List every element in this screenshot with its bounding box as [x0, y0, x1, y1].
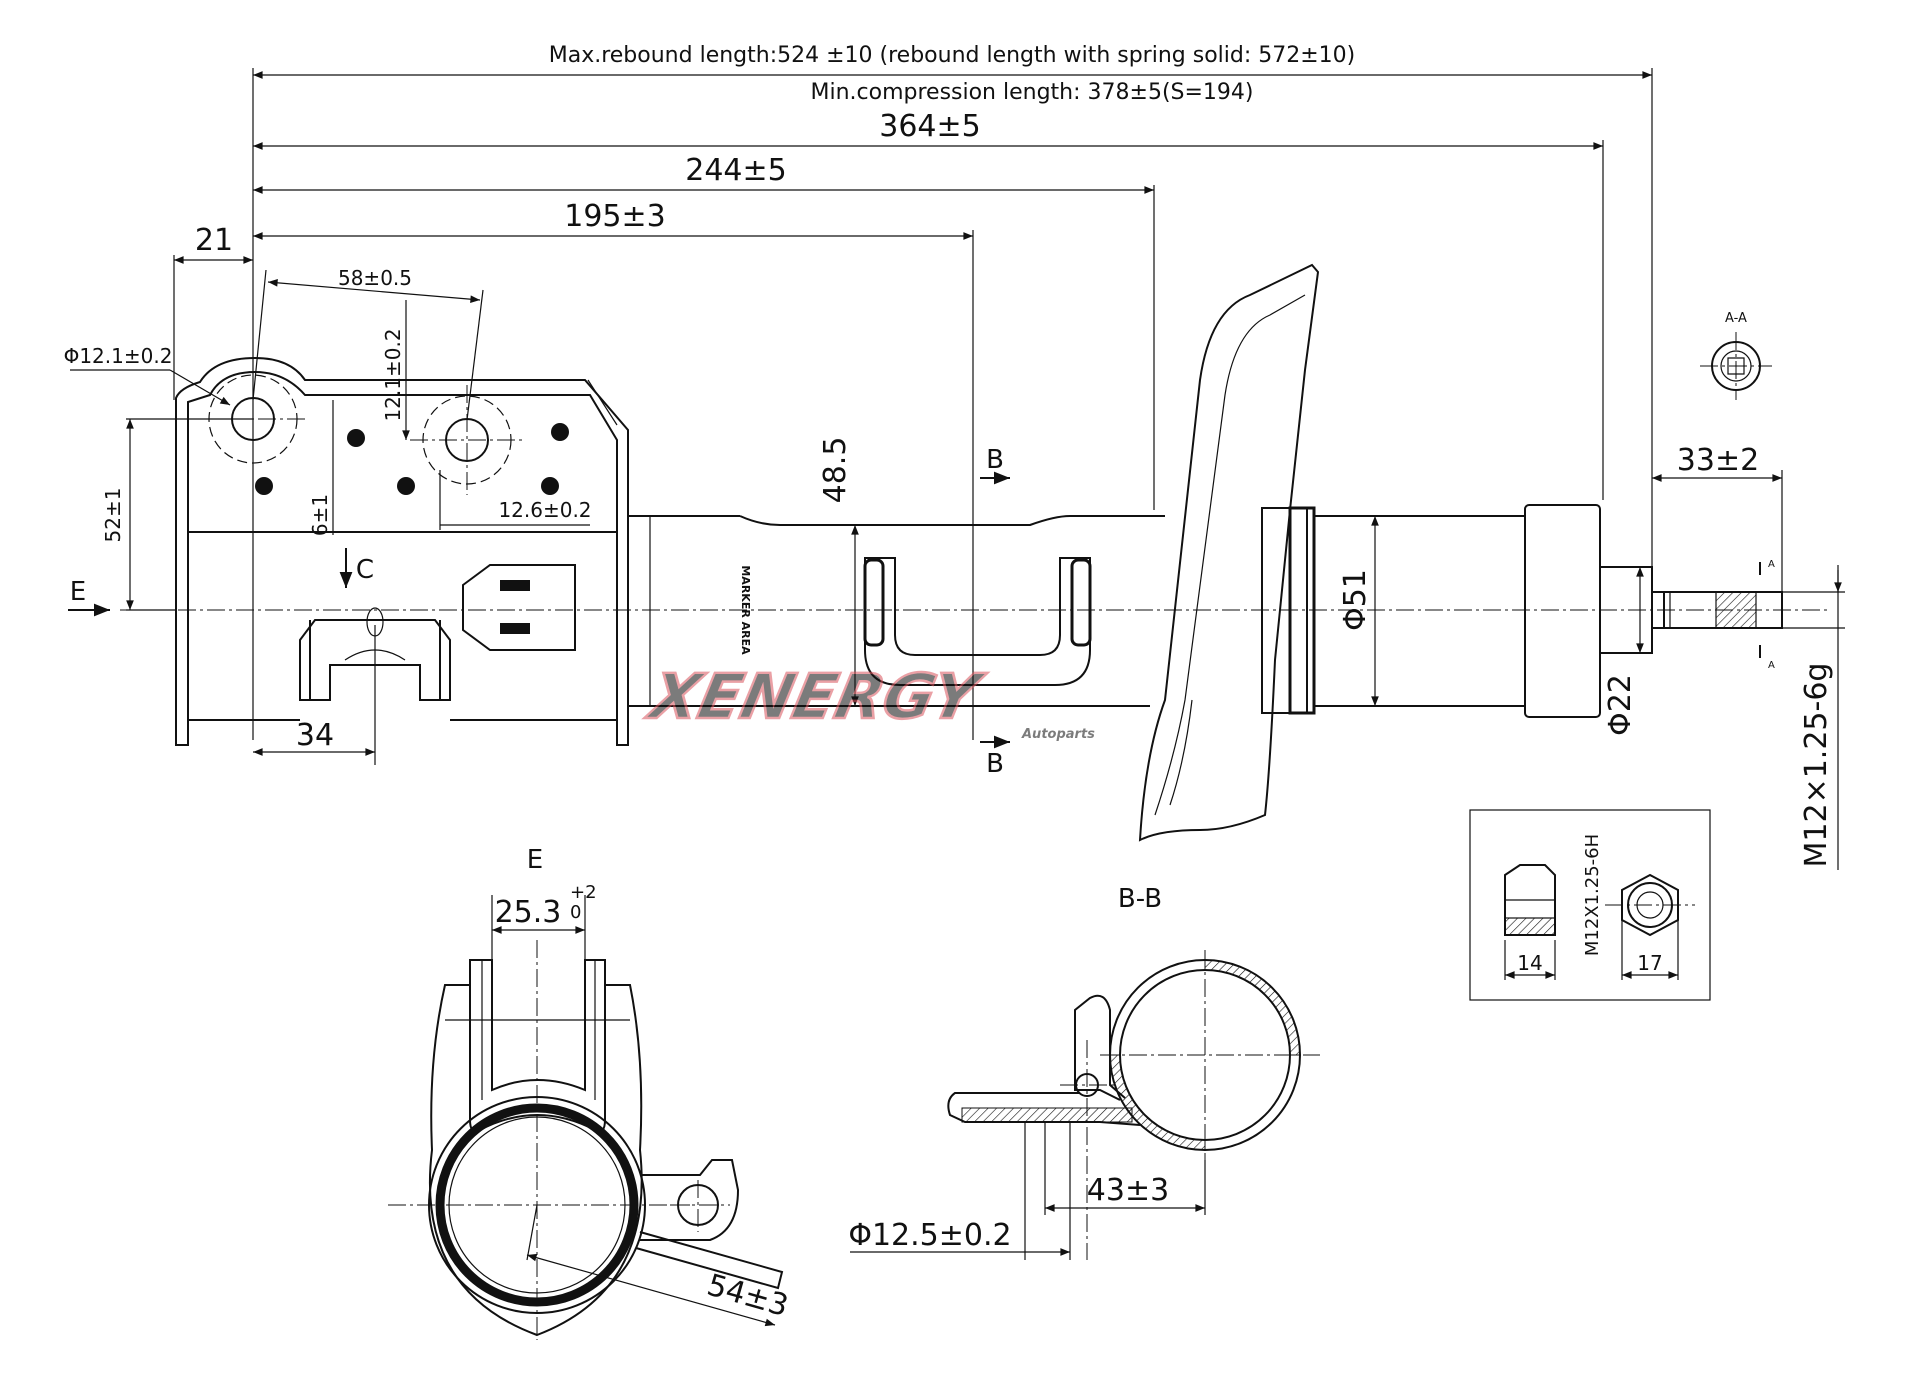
dim-12-1-vertical: 12.1±0.2	[381, 328, 405, 421]
cut-a-bottom-label: A	[1768, 660, 1775, 671]
nut-detail: 14 M12X1.25-6H 17	[1469, 809, 1711, 1001]
dim-58: 58±0.5	[338, 266, 412, 290]
knuckle-bracket	[175, 356, 629, 746]
section-b-b: B-B 43±3 Φ12.5±0.2	[848, 884, 1320, 1260]
dim-364: 364±5	[879, 109, 980, 144]
spring-seat	[1138, 263, 1320, 842]
cut-a-top-label: A	[1768, 559, 1775, 570]
dim-52: 52±1	[101, 488, 125, 543]
bracket-plate	[462, 564, 576, 651]
nut-width-label: 17	[1637, 951, 1662, 975]
dim-25-3-upper: +2	[570, 882, 597, 903]
top-cap	[1524, 504, 1601, 718]
dim-21: 21	[195, 223, 233, 258]
cut-b-top-label: B	[986, 445, 1004, 475]
watermark-sub: Autoparts	[1021, 727, 1095, 742]
watermark-brand: XENERGY	[640, 661, 990, 733]
view-e-label: E	[527, 845, 543, 875]
top-dimensions: Max.rebound length:524 ±10 (rebound leng…	[173, 43, 1653, 740]
dim-54: 54±3	[703, 1268, 792, 1324]
dim-12-6: 12.6±0.2	[498, 498, 591, 522]
nut-height-label: 14	[1517, 951, 1542, 975]
dim-33: 33±2	[1677, 443, 1759, 478]
dim-244: 244±5	[685, 153, 786, 188]
dim-6: 6±1	[308, 494, 332, 536]
dim-dia-12-1: Φ12.1±0.2	[64, 344, 173, 368]
section-a-a: A-A	[1700, 311, 1772, 400]
dim-43: 43±3	[1087, 1173, 1169, 1208]
arrow-c-label: C	[356, 555, 374, 585]
dim-thread-m12: M12×1.25-6g	[1799, 663, 1834, 868]
dim-195: 195±3	[564, 199, 665, 234]
nut-thread-label: M12X1.25-6H	[1582, 834, 1603, 956]
max-rebound-label: Max.rebound length:524 ±10 (rebound leng…	[549, 43, 1356, 68]
dim-48-5: 48.5	[818, 437, 853, 504]
dim-dia-51: Φ51	[1338, 569, 1373, 631]
arrow-e-label: E	[70, 577, 86, 607]
dim-25-3-lower: 0	[570, 902, 581, 923]
watermark-logo: XENERGY Autoparts	[639, 659, 1095, 742]
cut-b-bottom-label: B	[986, 749, 1004, 779]
dim-25-3: 25.3	[495, 895, 562, 930]
marker-area-label: MARKER AREA	[739, 565, 752, 655]
section-aa-label: A-A	[1725, 311, 1747, 326]
view-e: E 25.3 +2 0 54±3	[388, 845, 792, 1340]
main-side-view: 58±0.5 12.1±0.2 Φ12.1±0.2 52±1 6±1 12.6±…	[64, 263, 1845, 870]
section-bb-label: B-B	[1118, 884, 1162, 914]
dim-34: 34	[296, 718, 334, 753]
min-compression-label: Min.compression length: 378±5(S=194)	[810, 80, 1253, 105]
dim-dia-22: Φ22	[1603, 674, 1638, 736]
stabilizer-bracket	[864, 557, 1091, 686]
dim-dia-12-5: Φ12.5±0.2	[848, 1218, 1011, 1253]
